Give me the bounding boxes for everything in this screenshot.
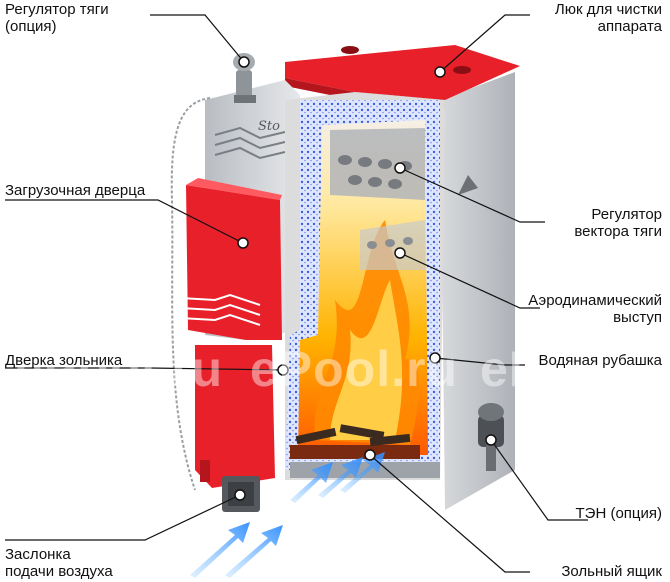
leader-aero-ledge [399,252,540,309]
watermark-center: ePool.ru [250,341,459,397]
label-draft-vector-line1: Регулятор [591,206,662,223]
leader-dots [234,56,497,501]
ash-door [195,345,275,488]
watermark-right: ePool.ru [480,341,670,397]
label-draft-vector-line2: вектора тяги [574,223,662,240]
leader-draft-vector [399,167,545,223]
label-aero-ledge-line1: Аэродинамический [528,292,662,309]
draft-regulator-device [170,53,256,491]
leader-ash-door [5,367,284,371]
label-air-damper: Заслонка подачи воздуха [5,546,113,580]
heating-element-device [478,403,504,471]
label-air-damper-line1: Заслонка [5,546,71,563]
label-air-damper-line2: подачи воздуха [5,563,113,580]
label-aerodynamic-ledge: Аэродинамический выступ [528,292,662,326]
boiler-side-panel [440,72,515,510]
label-draft-vector-regulator: Регулятор вектора тяги [574,206,662,240]
label-loading-door: Загрузочная дверца [5,182,146,199]
label-cleaning-hatch-line2: аппарата [597,18,662,35]
label-draft-regulator-line2: (опция) [5,18,57,35]
boiler-logo: Sto [258,119,280,134]
loading-door [179,178,282,340]
label-aero-ledge-line2: выступ [613,309,662,326]
leader-lines [5,14,588,573]
label-water-jacket: Водяная рубашка [538,352,662,369]
leader-ash-pan [369,454,530,573]
leader-loading-door [5,199,244,244]
label-ash-door: Дверка зольника [5,352,123,369]
leader-air-damper [5,494,241,541]
label-draft-regulator: Регулятор тяги (опция) [5,1,109,35]
watermark-left: ePool.ru [15,341,224,397]
cutaway-interior [285,92,445,480]
label-ash-pan: Зольный ящик [561,563,662,580]
label-cleaning-hatch: Люк для чистки аппарата [555,1,662,35]
label-cleaning-hatch-line1: Люк для чистки [554,1,662,18]
leader-draft-regulator [150,14,245,63]
leader-heating-element [490,439,588,521]
leader-water-jacket [434,357,525,366]
label-draft-regulator-line1: Регулятор тяги [5,1,109,18]
leader-cleaning-hatch [439,14,530,73]
label-heating-element: ТЭН (опция) [575,505,663,522]
air-flow-arrows [190,452,385,578]
